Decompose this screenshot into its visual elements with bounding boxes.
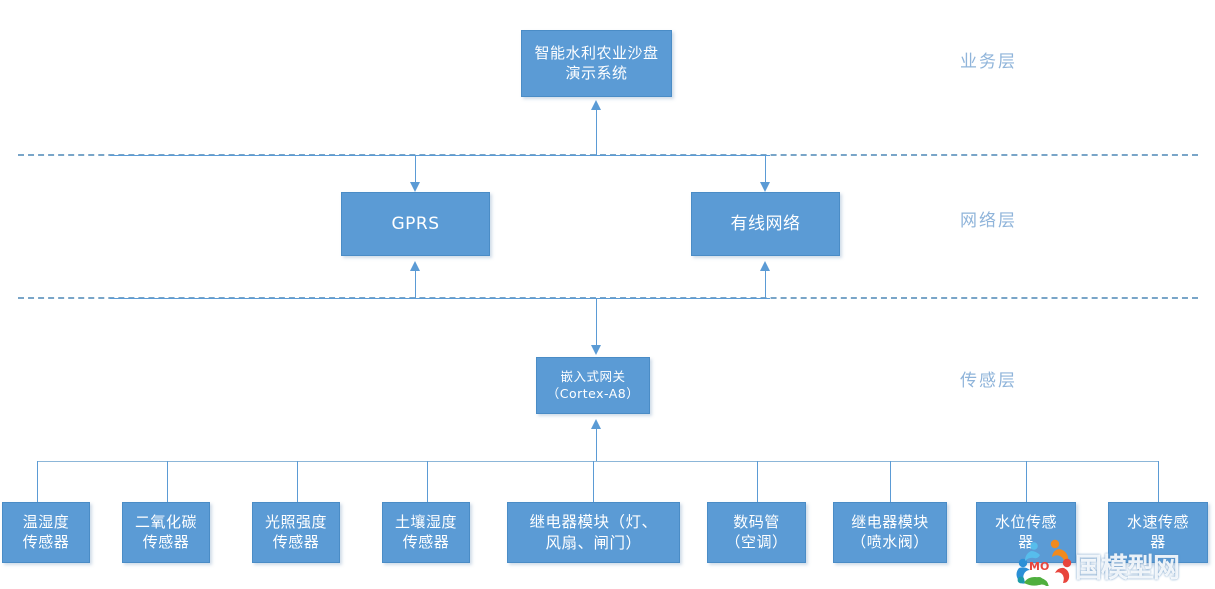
connector-drop-device-4 bbox=[427, 461, 428, 502]
box-device-water-speed-sensor[interactable]: 水速传感 器 bbox=[1108, 502, 1208, 563]
box-network-gprs[interactable]: GPRS bbox=[341, 192, 490, 256]
connector-bus-network-top bbox=[110, 155, 770, 156]
arrowhead-down-gprs bbox=[410, 182, 420, 192]
arrowhead-down-wired bbox=[760, 182, 770, 192]
connector-bus-to-wired bbox=[765, 155, 766, 183]
arrowhead-up-gprs bbox=[410, 261, 420, 271]
connector-device-bus bbox=[37, 461, 1158, 462]
connector-drop-device-9 bbox=[1158, 461, 1159, 502]
box-device-soil-moisture-sensor[interactable]: 土壤湿度 传感器 bbox=[382, 502, 470, 563]
layer-label-network: 网络层 bbox=[960, 211, 1017, 231]
connector-drop-device-6 bbox=[757, 461, 758, 502]
layer-label-business: 业务层 bbox=[960, 52, 1017, 72]
box-network-wired[interactable]: 有线网络 bbox=[691, 192, 840, 256]
connector-gateway-bus-to-gprs bbox=[415, 270, 416, 298]
box-device-relay-module-light-fan-gate[interactable]: 继电器模块（灯、 风扇、闸门） bbox=[507, 502, 680, 563]
connector-bus-to-business bbox=[596, 110, 597, 155]
box-business-system[interactable]: 智能水利农业沙盘 演示系统 bbox=[521, 30, 672, 97]
connector-drop-device-5 bbox=[593, 461, 594, 502]
layer-label-sensing: 传感层 bbox=[960, 371, 1017, 391]
box-device-digital-tube-ac[interactable]: 数码管 （空调） bbox=[707, 502, 806, 563]
arrowhead-up-gateway bbox=[591, 419, 601, 429]
connector-bus-to-gprs bbox=[415, 155, 416, 183]
arrowhead-up-wired bbox=[760, 261, 770, 271]
box-embedded-gateway[interactable]: 嵌入式网关 （Cortex-A8） bbox=[536, 357, 650, 414]
connector-drop-device-7 bbox=[890, 461, 891, 502]
box-device-co2-sensor[interactable]: 二氧化碳 传感器 bbox=[122, 502, 210, 563]
connector-drop-device-2 bbox=[167, 461, 168, 502]
box-device-temp-humidity-sensor[interactable]: 温湿度 传感器 bbox=[2, 502, 90, 563]
connector-gateway-bus-to-wired bbox=[765, 270, 766, 298]
connector-bus-network-bottom bbox=[110, 298, 770, 299]
arrowhead-down-gateway bbox=[591, 345, 601, 355]
connector-drop-device-1 bbox=[37, 461, 38, 502]
connector-drop-device-8 bbox=[1026, 461, 1027, 502]
connector-bus-to-gateway bbox=[596, 298, 597, 346]
box-device-water-level-sensor[interactable]: 水位传感 器 bbox=[976, 502, 1076, 563]
connector-devicebus-to-gateway bbox=[596, 428, 597, 461]
connector-drop-device-3 bbox=[297, 461, 298, 502]
box-device-light-intensity-sensor[interactable]: 光照强度 传感器 bbox=[252, 502, 340, 563]
box-device-relay-module-sprinkler-valve[interactable]: 继电器模块 （喷水阀） bbox=[833, 502, 947, 563]
arrowhead-up-business bbox=[591, 100, 601, 110]
